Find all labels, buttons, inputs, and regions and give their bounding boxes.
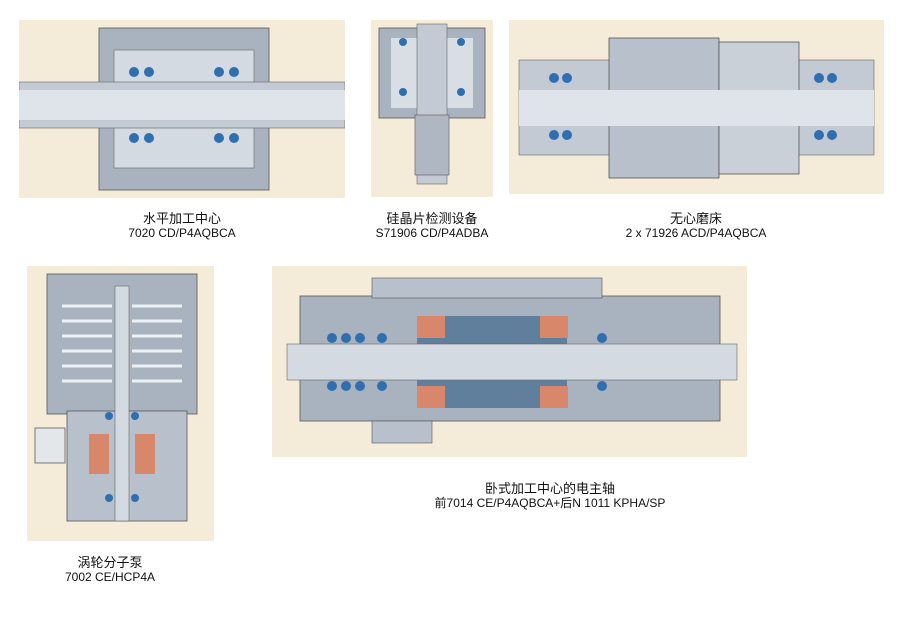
wafer-inspection-equipment-drawing bbox=[371, 20, 493, 197]
figure-title: 无心磨床 bbox=[669, 211, 722, 226]
bearing-designation: 7020 CD/P4AQBCA bbox=[128, 226, 236, 240]
bearing-designation: 7002 CE/HCP4A bbox=[64, 570, 156, 584]
figure-title: 涡轮分子泵 bbox=[77, 555, 143, 570]
figure-2-caption: 硅晶片检测设备 S71906 CD/P4ADBA bbox=[342, 211, 522, 241]
bearing-designation: 2 x 71926 ACD/P4AQBCA bbox=[625, 226, 767, 240]
bearing-designation: 前7014 CE/P4AQBCA+后N 1011 KPHA/SP bbox=[434, 496, 666, 510]
centerless-grinder-drawing bbox=[509, 20, 884, 194]
turbomolecular-pump-drawing bbox=[27, 266, 214, 541]
horizontal-machining-center-drawing bbox=[19, 20, 345, 198]
figure-4-caption: 涡轮分子泵 7002 CE/HCP4A bbox=[40, 555, 180, 585]
motor-spindle-drawing bbox=[272, 266, 747, 457]
figure-3-caption: 无心磨床 2 x 71926 ACD/P4AQBCA bbox=[596, 211, 796, 241]
figure-1-caption: 水平加工中心 7020 CD/P4AQBCA bbox=[19, 211, 345, 241]
figure-title: 卧式加工中心的电主轴 bbox=[484, 481, 615, 496]
figure-title: 水平加工中心 bbox=[142, 211, 221, 226]
figure-5-caption: 卧式加工中心的电主轴 前7014 CE/P4AQBCA+后N 1011 KPHA… bbox=[410, 481, 690, 511]
figure-title: 硅晶片检测设备 bbox=[386, 211, 478, 226]
bearing-designation: S71906 CD/P4ADBA bbox=[375, 226, 489, 240]
